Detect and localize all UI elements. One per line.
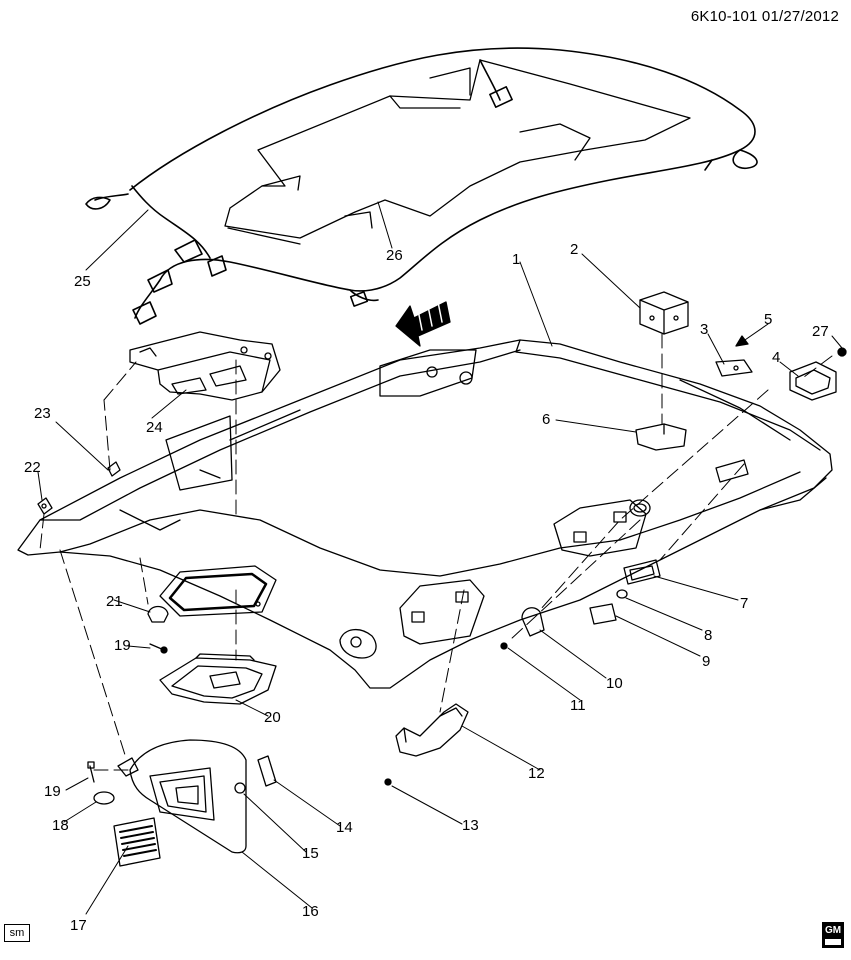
- part-7-lens: [623, 459, 749, 585]
- headliner-cutouts: [159, 499, 651, 659]
- part-22-clip: [37, 497, 53, 515]
- part-11-screw: [500, 642, 508, 650]
- part-23-clip: [107, 461, 121, 477]
- part-19-screw-upper: [149, 643, 168, 654]
- part-10-hook: [521, 607, 545, 637]
- gm-logo-underline: [825, 939, 841, 945]
- callout-21: 21: [106, 593, 123, 610]
- part-19-screw-lower: [87, 761, 95, 783]
- part-6-lamp: [635, 423, 687, 451]
- gm-logo-text: GM: [824, 925, 842, 936]
- callout-13: 13: [462, 817, 479, 834]
- diagram-code: 6K10-101 01/27/2012: [690, 8, 839, 25]
- part-20-overhead-console: [159, 653, 277, 705]
- part-16-sun-visor: [117, 739, 247, 854]
- part-14-cover: [257, 755, 277, 787]
- callout-17: 17: [70, 917, 87, 934]
- callout-8: 8: [704, 627, 712, 644]
- part-13-screw: [384, 778, 392, 786]
- callout-7: 7: [740, 595, 748, 612]
- callout-27: 27: [812, 323, 829, 340]
- part-5-screw: [735, 335, 749, 347]
- callout-19-upper: 19: [114, 637, 131, 654]
- callout-4: 4: [772, 349, 780, 366]
- callout-5: 5: [764, 311, 772, 328]
- part-27-fastener: [837, 347, 847, 357]
- part-15-clip: [234, 782, 246, 794]
- alignment-lines: [39, 333, 833, 771]
- callout-labels: 1 2 3 4 5 6 7 8 9 10 11 12 13 14 15 16 1…: [24, 241, 829, 934]
- part-17-label: [113, 817, 161, 867]
- part-4-module: [789, 361, 837, 401]
- callout-10: 10: [606, 675, 623, 692]
- callout-9: 9: [702, 653, 710, 670]
- callout-2: 2: [570, 241, 578, 258]
- callout-25: 25: [74, 273, 91, 290]
- callout-6: 6: [542, 411, 550, 428]
- insulation-pad: [224, 59, 691, 245]
- callout-22: 22: [24, 459, 41, 476]
- callout-16: 16: [302, 903, 319, 920]
- callout-20: 20: [264, 709, 281, 726]
- front-direction-arrow: [395, 301, 451, 347]
- sm-badge: sm: [4, 924, 30, 942]
- part-12-assist-handle: [395, 703, 469, 757]
- leader-lines: [37, 201, 843, 915]
- part-2-bracket: [639, 291, 689, 335]
- callout-18: 18: [52, 817, 69, 834]
- part-9-cover: [589, 603, 617, 625]
- part-8-bulb: [616, 589, 628, 599]
- part-18-cap: [93, 791, 115, 805]
- gm-logo: GM: [822, 922, 844, 948]
- part-3-clip: [715, 359, 753, 377]
- part-21-cap: [147, 605, 169, 623]
- part-24-console-bracket: [129, 331, 281, 401]
- callout-12: 12: [528, 765, 545, 782]
- callout-1: 1: [512, 251, 520, 268]
- callout-23: 23: [34, 405, 51, 422]
- callout-11: 11: [570, 697, 586, 714]
- callout-26: 26: [386, 247, 403, 264]
- callout-3: 3: [700, 321, 708, 338]
- callout-15: 15: [302, 845, 319, 862]
- callout-14: 14: [336, 819, 353, 836]
- callout-19-lower: 19: [44, 783, 61, 800]
- callout-24: 24: [146, 419, 163, 436]
- wire-harness: [85, 47, 758, 325]
